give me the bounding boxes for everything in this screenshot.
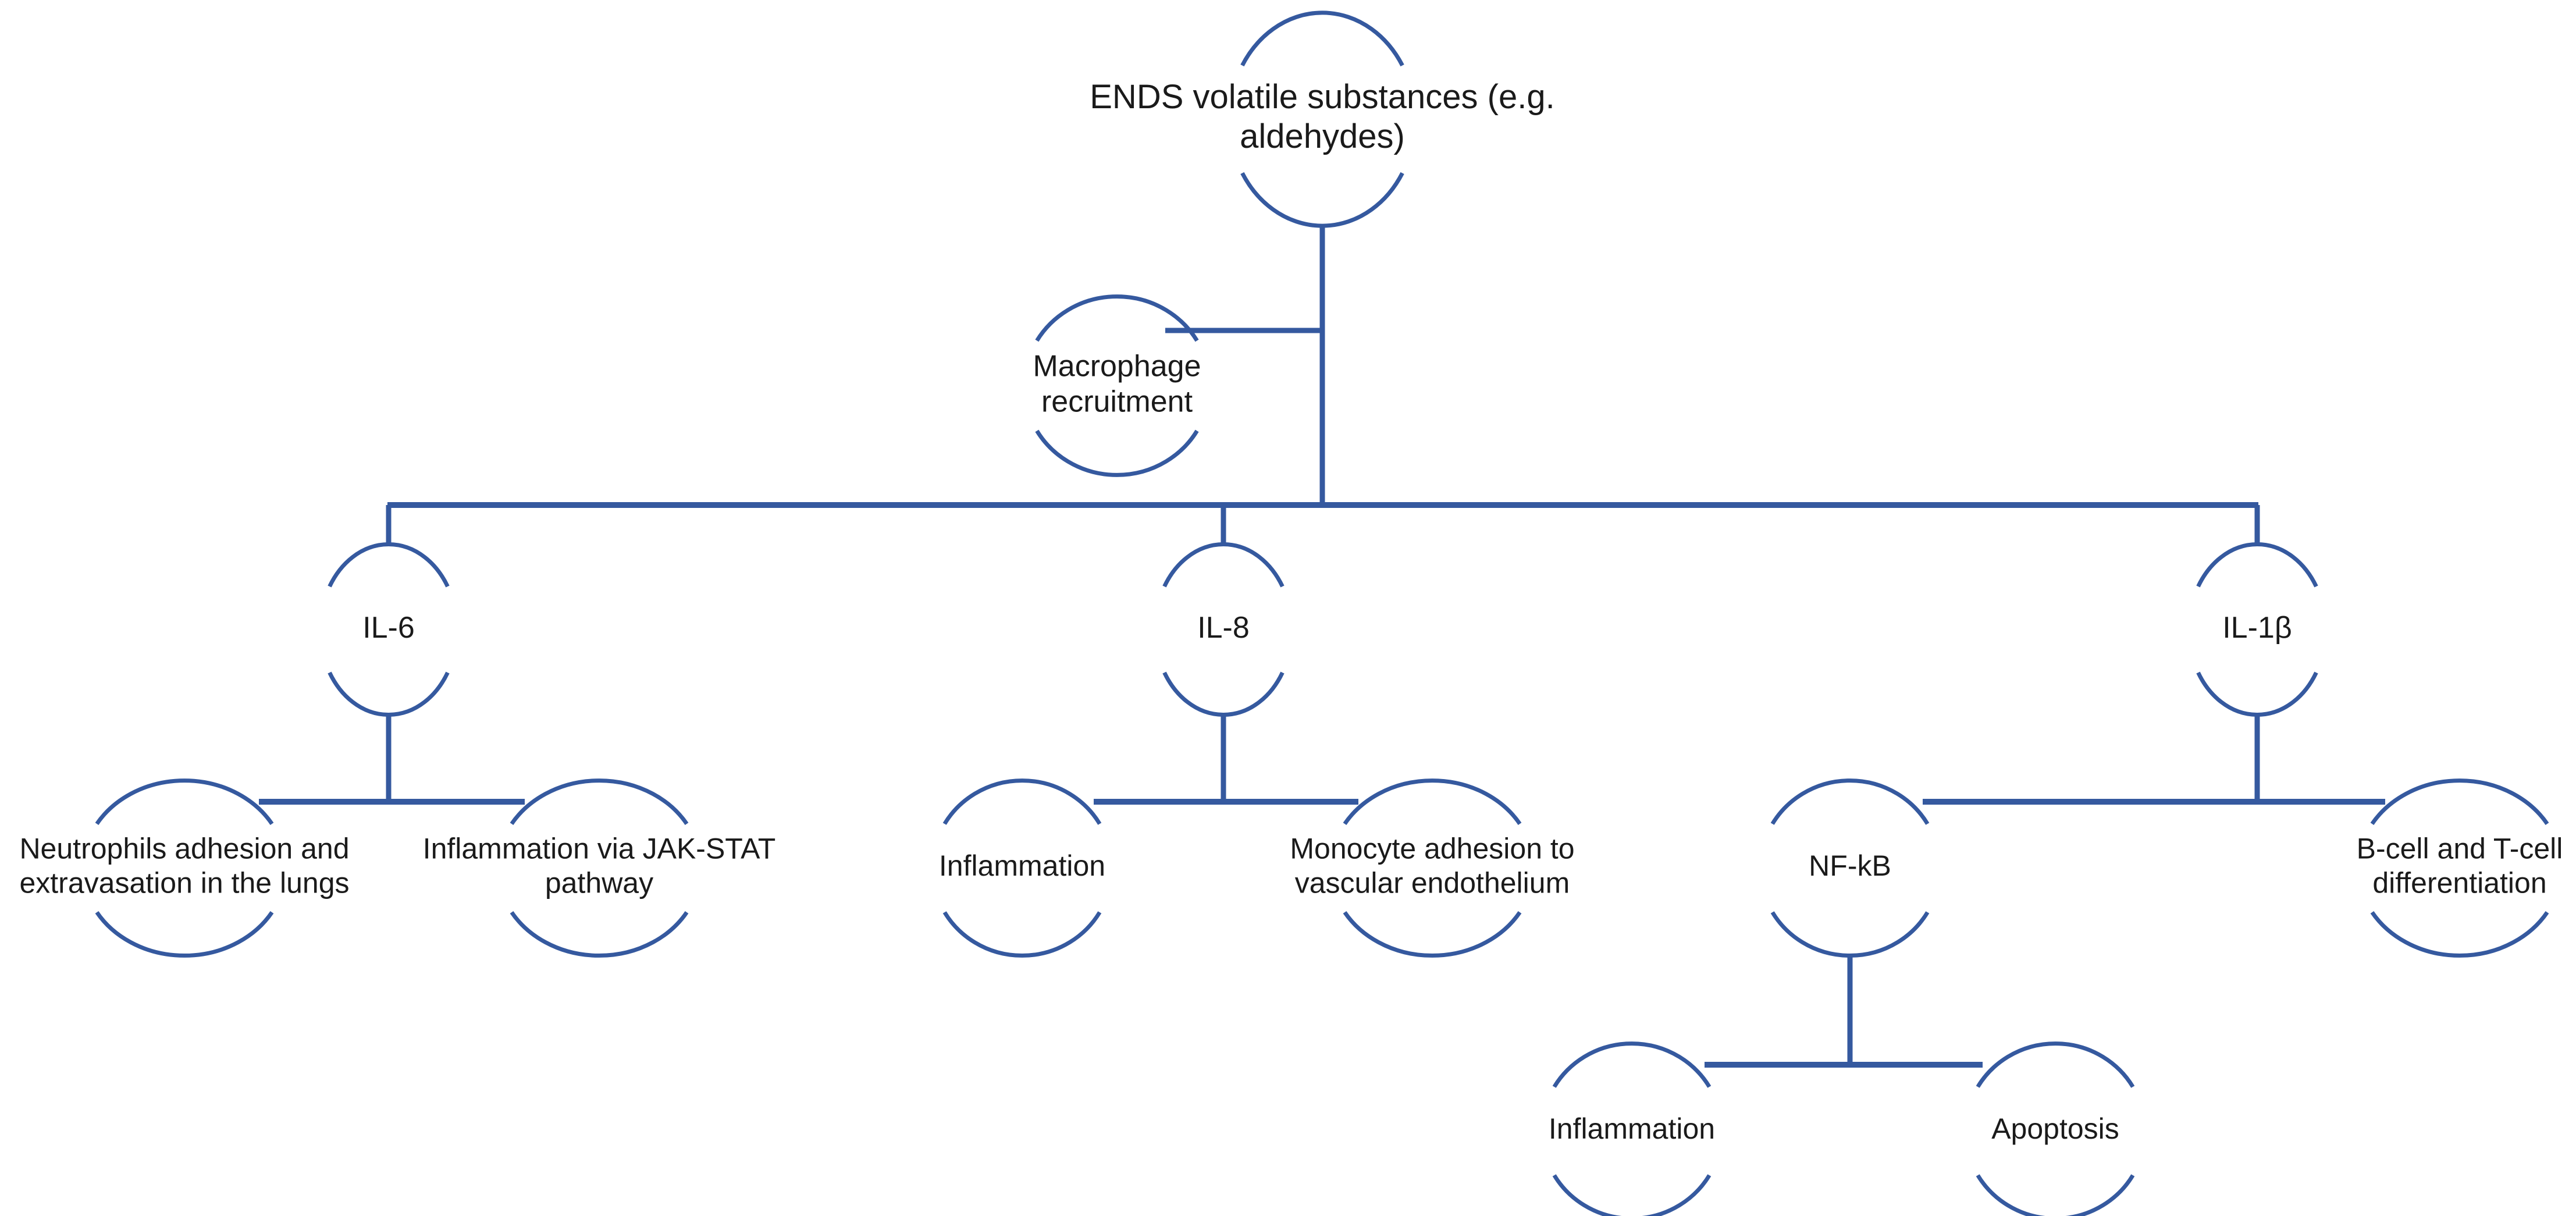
node-bottom-arc (942, 911, 1102, 958)
node-label-apoptosis: Apoptosis (1991, 1112, 2119, 1145)
node-top-arc (510, 778, 689, 825)
node-label-ends: ENDS volatile substances (e.g.aldehydes) (1090, 78, 1554, 155)
node-bottom-arc (95, 911, 274, 958)
node-label-il8: IL-8 (1197, 611, 1250, 645)
node-top-arc (1240, 10, 1404, 67)
node-top-arc (2370, 778, 2549, 825)
node-label-il1b: IL-1β (2222, 611, 2292, 645)
node-il8[interactable]: IL-8 (1162, 542, 1285, 717)
node-inflammation_il8[interactable]: Inflammation (939, 778, 1105, 958)
node-top-arc (1770, 778, 1930, 825)
node-bottom-arc (328, 671, 450, 717)
node-top-arc (1976, 1041, 2135, 1088)
node-top-arc (2196, 542, 2318, 588)
node-bottom-arc (1976, 1174, 2135, 1216)
node-bottom-arc (2196, 671, 2318, 717)
node-label-inflammation_il8: Inflammation (939, 849, 1105, 882)
node-bottom-arc (510, 911, 689, 958)
connector-layer (259, 227, 2385, 1068)
node-top-arc (95, 778, 274, 825)
node-top-arc (1552, 1041, 1712, 1088)
node-nfkb[interactable]: NF-kB (1770, 778, 1930, 958)
node-label-il6: IL-6 (362, 611, 415, 645)
node-bottom-arc (1552, 1174, 1712, 1216)
node-inflammation_nfkb[interactable]: Inflammation (1549, 1041, 1715, 1216)
node-il6[interactable]: IL-6 (328, 542, 450, 717)
node-top-arc (328, 542, 450, 588)
node-ends[interactable]: ENDS volatile substances (e.g.aldehydes) (1090, 10, 1555, 228)
node-layer: ENDS volatile substances (e.g.aldehydes)… (19, 10, 2563, 1216)
node-il1b[interactable]: IL-1β (2196, 542, 2318, 717)
node-bottom-arc (1035, 429, 1199, 477)
node-bottom-arc (2370, 911, 2549, 958)
node-label-nfkb: NF-kB (1809, 849, 1891, 882)
node-bottom-arc (1343, 911, 1522, 958)
node-top-arc (1343, 778, 1522, 825)
node-bottom-arc (1770, 911, 1930, 958)
node-apoptosis[interactable]: Apoptosis (1976, 1041, 2135, 1216)
node-top-arc (1162, 542, 1285, 588)
node-bottom-arc (1240, 172, 1404, 228)
node-label-inflammation_nfkb: Inflammation (1549, 1112, 1715, 1145)
node-top-arc (1035, 294, 1199, 342)
node-top-arc (942, 778, 1102, 825)
node-bottom-arc (1162, 671, 1285, 717)
